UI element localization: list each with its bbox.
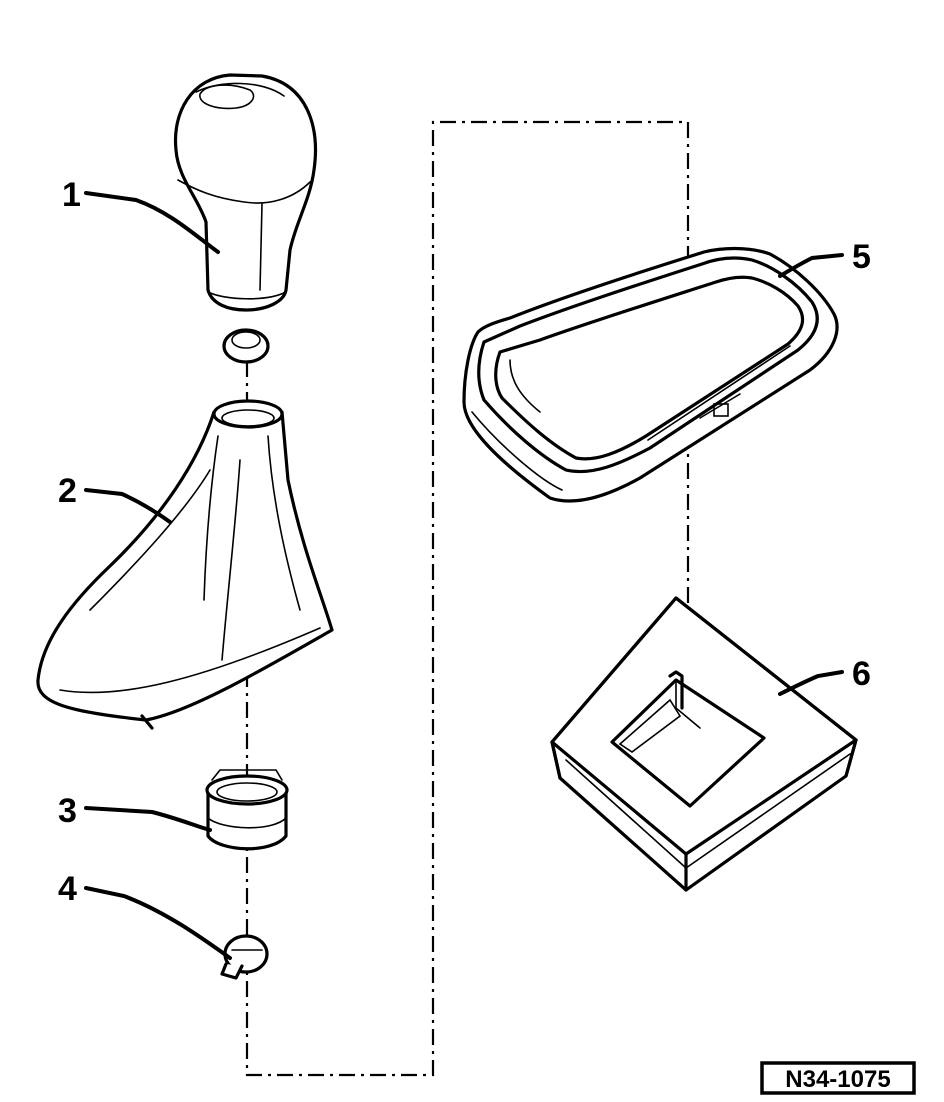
callout-number-1: 1 [62,176,81,214]
reference-code: N34-1075 [785,1066,890,1093]
shift-knob [173,73,318,364]
callout-labels: 1 2 3 4 5 6 [58,176,871,908]
retaining-clip [220,934,269,980]
callout-number-2: 2 [58,472,77,510]
callout-number-3: 3 [58,792,77,830]
leader-lines [84,191,844,960]
insulation-block [550,596,858,892]
callout-number-4: 4 [58,870,77,908]
callout-number-6: 6 [852,655,871,693]
gear-lever-boot [36,399,334,730]
clamp-sleeve [205,769,289,851]
callout-number-5: 5 [852,238,871,276]
gaiter-frame [462,246,839,503]
reference-code-box: N34-1075 [760,1061,916,1095]
